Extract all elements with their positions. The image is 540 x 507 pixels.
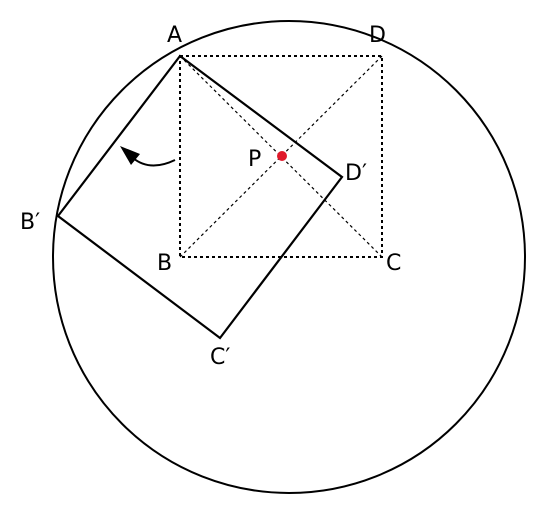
label-d-prime: D′ [345,161,367,186]
circle [52,20,526,494]
center-point [277,151,287,161]
label-b: B [157,251,172,276]
rotated-square [56,54,344,340]
label-c-prime: C′ [210,345,230,370]
arrow-head [120,146,140,165]
curved-arrow-icon [132,157,176,167]
label-a: A [167,23,182,48]
label-b-prime: B′ [20,210,40,235]
label-p: P [248,147,261,172]
label-c: C [386,251,401,276]
label-d: D [369,23,386,48]
